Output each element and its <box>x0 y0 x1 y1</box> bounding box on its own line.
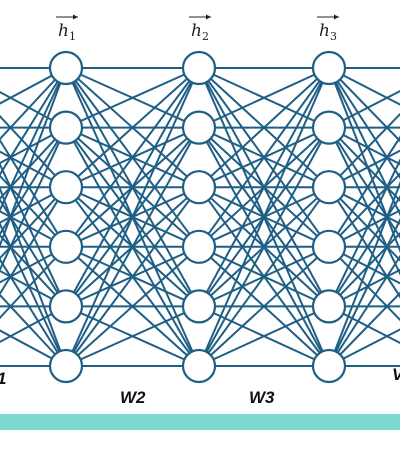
edge-h3-output <box>328 180 400 367</box>
edge-input-h1 <box>0 257 67 367</box>
neuron-h1-5 <box>48 289 84 324</box>
edge-h2-h3 <box>198 67 330 307</box>
neuron-h2-6 <box>181 348 217 384</box>
layer-label-h3: h3 <box>317 14 339 43</box>
neuron-h3-2 <box>311 110 347 145</box>
h1-sub: 1 <box>69 30 76 43</box>
edge-h2-h3 <box>198 67 330 367</box>
svg-text:h2: h2 <box>191 21 209 43</box>
edge-h2-h3 <box>198 246 330 367</box>
neuron-h2-4 <box>181 229 217 264</box>
edge-h2-h3 <box>198 186 330 367</box>
edge-input-h1 <box>0 221 67 367</box>
edge-input-h1 <box>0 185 67 367</box>
edge-h3-output <box>328 328 400 367</box>
edge-input-h1 <box>0 162 67 307</box>
edge-h1-h2 <box>65 305 200 367</box>
h3-base: h <box>319 21 330 41</box>
connection-edges <box>0 67 400 367</box>
neuron-h2-2 <box>181 110 217 145</box>
h2-sub: 2 <box>202 30 209 43</box>
neuron-h1-4 <box>48 229 84 264</box>
svg-text:h1: h1 <box>58 21 76 43</box>
edge-h2-h3 <box>198 67 330 188</box>
edge-h3-output <box>328 89 400 129</box>
edge-h1-h2 <box>65 127 200 367</box>
edge-h2-h3 <box>198 67 330 129</box>
neuron-h1-1 <box>48 50 84 86</box>
edge-h3-output <box>328 291 400 367</box>
edge-h3-output <box>328 135 400 248</box>
edge-h3-output <box>328 254 400 367</box>
edge-h2-h3 <box>198 305 330 367</box>
edge-h1-h2 <box>65 246 200 367</box>
neuron-h3-5 <box>311 289 347 324</box>
edge-input-h1 <box>0 293 67 367</box>
h1-base: h <box>58 21 69 41</box>
neuron-h2-5 <box>181 289 217 324</box>
neuron-h1-6 <box>48 348 84 384</box>
weight-label-left-partial: 1 <box>0 369 6 388</box>
layer-label-h1: h1 <box>56 14 78 43</box>
edge-h3-output <box>328 158 400 307</box>
edge-h1-h2 <box>65 67 200 367</box>
h2-arrowhead-icon <box>206 14 211 20</box>
neuron-h3-1 <box>311 50 347 86</box>
edge-h1-h2 <box>65 67 200 188</box>
neuron-h3-3 <box>311 170 347 205</box>
h3-sub: 3 <box>330 30 337 43</box>
h2-base: h <box>191 21 202 41</box>
edge-h1-h2 <box>65 67 200 248</box>
weight-label-right-partial: V <box>392 365 400 384</box>
edge-h3-output <box>328 112 400 188</box>
svg-text:h3: h3 <box>319 21 337 43</box>
neuron-h2-1 <box>181 50 217 86</box>
weight-label-w2: W2 <box>120 388 146 407</box>
neuron-h3-6 <box>311 348 347 384</box>
layer-label-h2: h2 <box>189 14 211 43</box>
weight-label-w3: W3 <box>249 388 275 407</box>
edge-input-h1 <box>0 329 67 367</box>
neuron-nodes <box>48 50 347 384</box>
neuron-h1-2 <box>48 110 84 145</box>
edge-input-h1 <box>0 114 67 188</box>
edge-h3-output <box>328 217 400 367</box>
neuron-h2-3 <box>181 170 217 205</box>
edge-h1-h2 <box>65 67 200 307</box>
h1-arrowhead-icon <box>73 14 78 20</box>
neuron-h3-4 <box>311 229 347 264</box>
neuron-h1-3 <box>48 170 84 205</box>
edge-h2-h3 <box>198 67 330 248</box>
edge-h3-output <box>328 67 400 254</box>
h3-arrowhead-icon <box>334 14 339 20</box>
edge-input-h1 <box>0 138 67 248</box>
edge-h1-h2 <box>65 67 200 129</box>
edge-input-h1 <box>0 91 67 129</box>
edge-h2-h3 <box>198 127 330 367</box>
teal-divider-bar <box>0 414 400 430</box>
edge-h1-h2 <box>65 186 200 367</box>
